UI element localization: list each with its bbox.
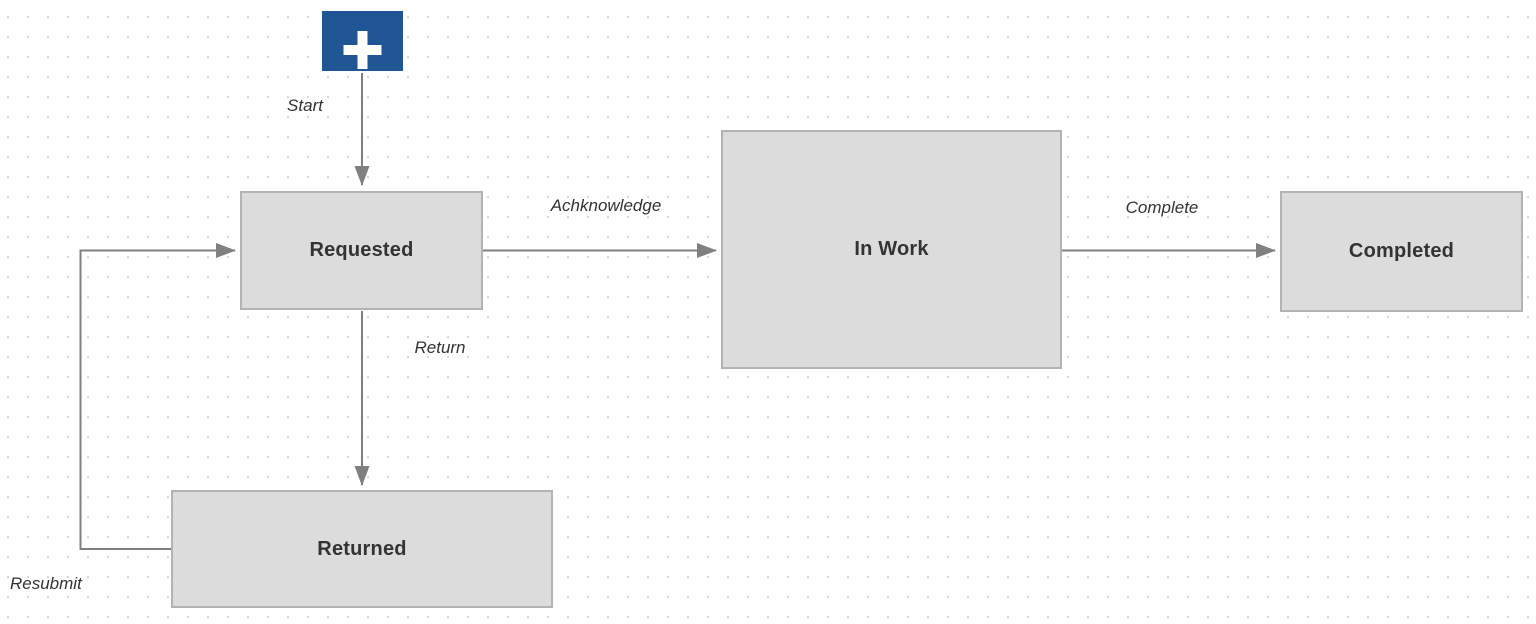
edge-label-start[interactable]: Start [287,96,323,115]
node-requested[interactable]: Requested [240,191,483,310]
resubmit-edge[interactable] [79,243,236,550]
node-start-plus[interactable] [322,11,403,71]
node-returned-label: Returned [317,537,407,560]
node-in-work[interactable]: In Work [721,130,1062,369]
plus-icon [343,31,382,69]
edge-label-complete[interactable]: Complete [1125,198,1199,217]
edge-label-resubmit[interactable]: Resubmit [10,574,82,593]
node-requested-label: Requested [309,239,414,261]
edge-label-return[interactable]: Return [414,338,466,357]
edge-label-acknowledge[interactable]: Achknowledge [550,196,662,215]
node-completed-label: Completed [1348,240,1455,262]
node-returned[interactable]: Returned [171,490,553,608]
node-in-work-label: In Work [854,238,929,260]
node-completed[interactable]: Completed [1280,191,1523,312]
